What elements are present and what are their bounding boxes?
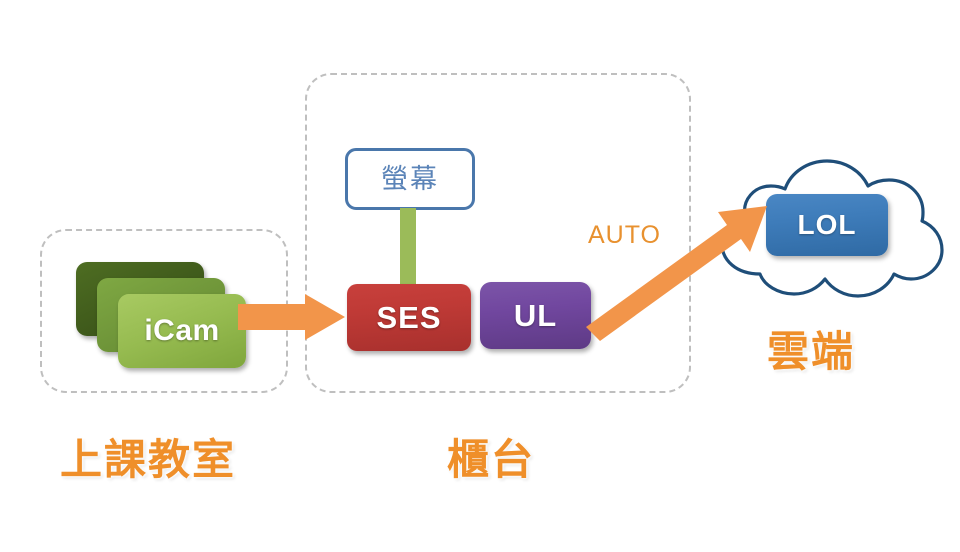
screen-node-label: 螢幕 xyxy=(381,163,439,194)
ul-node-label: UL xyxy=(513,298,558,333)
connector-line-screen-to-ses xyxy=(400,208,416,292)
camera-node-label: iCam xyxy=(144,314,220,347)
ses-node-label: SES xyxy=(376,300,442,335)
auto-edge-label: AUTO xyxy=(588,221,661,249)
ul-node[interactable]: UL xyxy=(480,282,591,349)
zone-caption-classroom: 上課教室 xyxy=(60,436,237,483)
lol-node[interactable]: LOL xyxy=(766,194,888,256)
screen-node[interactable]: 螢幕 xyxy=(345,148,475,210)
camera-card-front[interactable]: iCam xyxy=(118,294,246,368)
zone-caption-counter: 櫃台 xyxy=(447,436,536,483)
zone-caption-cloud: 雲端 xyxy=(767,328,856,375)
camera-stack-icon[interactable]: iCam xyxy=(76,262,248,368)
ses-node[interactable]: SES xyxy=(347,284,471,351)
lol-node-label: LOL xyxy=(797,209,857,240)
